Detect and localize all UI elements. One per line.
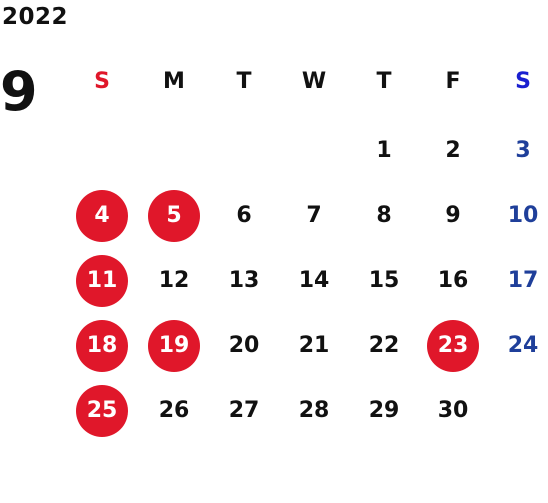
day-cell: 2 bbox=[445, 138, 461, 163]
day-cell: 26 bbox=[158, 398, 190, 423]
day-cell: 20 bbox=[228, 333, 260, 358]
day-cell: 19 bbox=[148, 320, 200, 372]
day-cell: 4 bbox=[76, 190, 128, 242]
weekday-header: T bbox=[236, 69, 252, 94]
weekday-header: M bbox=[163, 69, 185, 94]
day-cell: 30 bbox=[437, 398, 469, 423]
day-cell: 25 bbox=[76, 385, 128, 437]
day-cell: 16 bbox=[437, 268, 469, 293]
day-cell: 12 bbox=[158, 268, 190, 293]
day-cell: 22 bbox=[368, 333, 400, 358]
weekday-header: W bbox=[301, 69, 327, 94]
day-cell: 9 bbox=[445, 203, 461, 228]
weekday-header: T bbox=[376, 69, 392, 94]
day-cell: 10 bbox=[507, 203, 539, 228]
day-cell: 29 bbox=[368, 398, 400, 423]
weekday-header: F bbox=[445, 69, 461, 94]
day-cell: 15 bbox=[368, 268, 400, 293]
weekday-header: S bbox=[515, 69, 531, 94]
year-label: 2022 bbox=[2, 4, 69, 30]
day-cell: 6 bbox=[236, 203, 252, 228]
day-cell: 5 bbox=[148, 190, 200, 242]
month-number: 9 bbox=[0, 60, 38, 123]
weekday-header: S bbox=[94, 69, 110, 94]
day-cell: 28 bbox=[298, 398, 330, 423]
day-cell: 27 bbox=[228, 398, 260, 423]
day-cell: 24 bbox=[507, 333, 539, 358]
day-cell: 7 bbox=[306, 203, 322, 228]
day-cell: 17 bbox=[507, 268, 539, 293]
day-cell: 23 bbox=[427, 320, 479, 372]
day-cell: 18 bbox=[76, 320, 128, 372]
day-cell: 3 bbox=[515, 138, 531, 163]
day-cell: 8 bbox=[376, 203, 392, 228]
day-cell: 11 bbox=[76, 255, 128, 307]
day-cell: 13 bbox=[228, 268, 260, 293]
day-cell: 1 bbox=[376, 138, 392, 163]
day-cell: 21 bbox=[298, 333, 330, 358]
day-cell: 14 bbox=[298, 268, 330, 293]
